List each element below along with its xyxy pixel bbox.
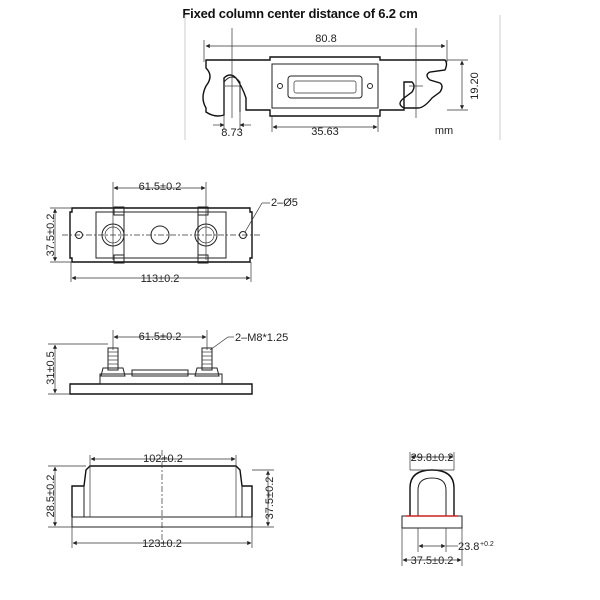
dim-cover-bottom-width: 123±0.2: [142, 538, 182, 550]
dim-cover-top-width: 102±0.2: [143, 453, 183, 465]
fuse-body: [271, 63, 379, 109]
dim-cover-height-right: 37.5±0.2: [264, 477, 276, 520]
fuse-drawing: 80.8 19.20 8.73 35.63 mm: [184, 15, 501, 140]
dim-height: 19.20: [469, 72, 481, 100]
callout-mount-holes: 2–Ø5: [271, 197, 298, 209]
callout-studs: 2–M8*1.25: [235, 332, 288, 344]
base-top-view: 61.5±0.2 113±0.2 37.5±0.2 2–Ø5: [45, 181, 298, 285]
dim-top-depth: 37.5±0.2: [45, 214, 57, 257]
dim-side-spacing: 61.5±0.2: [139, 331, 182, 343]
dim-end-top-width: 29.8±0.2: [411, 452, 454, 464]
diagram-title: Fixed column center distance of 6.2 cm: [182, 6, 418, 21]
dim-end-bottom-width: 37.5±0.2: [411, 555, 454, 567]
fuse-window: [287, 75, 363, 99]
dim-top-width: 113±0.2: [141, 273, 180, 285]
dim-end-offset: 23.8: [458, 541, 479, 553]
dim-overall-length: 80.8: [315, 33, 336, 45]
dim-side-height: 31±0.5: [45, 351, 57, 385]
dim-end-offset-tol: +0.2: [480, 541, 494, 548]
unit-label: mm: [435, 125, 453, 137]
dim-top-spacing: 61.5±0.2: [139, 181, 182, 193]
cover-front-view: 102±0.2 123±0.2 28.5±0.2 37.5±0.2: [45, 450, 276, 550]
base-side-view: 61.5±0.2 2–M8*1.25 31±0.5: [45, 330, 288, 395]
dim-body-width: 35.63: [311, 126, 339, 138]
cover-end-view: 29.8±0.2 23.8 +0.2 37.5±0.2: [401, 452, 494, 567]
dim-cover-height-left: 28.5±0.2: [45, 475, 57, 518]
dim-slot-width: 8.73: [221, 127, 242, 139]
